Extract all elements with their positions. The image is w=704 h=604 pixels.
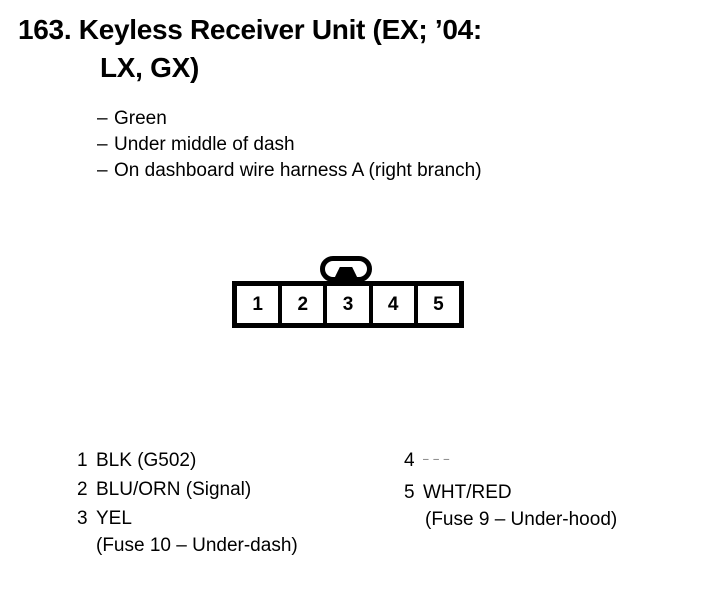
description-item-color: – Green (97, 106, 677, 132)
connector-pin-1: 1 (237, 286, 283, 323)
pin-legend-row: 3 YEL (Fuse 10 – Under-dash) (77, 505, 397, 559)
description-item-harness: – On dashboard wire harness A (right bra… (97, 158, 677, 184)
description-list: – Green – Under middle of dash – On dash… (97, 106, 677, 184)
dash-bullet-icon: – (97, 134, 108, 155)
connector-body: 1 2 3 4 5 (232, 281, 464, 328)
description-item-label: Under middle of dash (114, 134, 295, 155)
pin-legend-number: 3 (77, 508, 88, 529)
page-title: 163. Keyless Receiver Unit (EX; ’04: LX,… (18, 11, 688, 87)
dash-bullet-icon: – (97, 108, 108, 129)
pin-legend-column-left: 1 BLK (G502) 2 BLU/ORN (Signal) 3 YEL (F… (77, 447, 397, 561)
connector-diagram: 1 2 3 4 5 (232, 256, 464, 328)
pin-legend-label: – – – (423, 454, 451, 465)
pin-legend: 1 BLK (G502) 2 BLU/ORN (Signal) 3 YEL (F… (0, 447, 704, 567)
pin-legend-label: BLU/ORN (Signal) (96, 479, 252, 500)
pin-legend-row: 2 BLU/ORN (Signal) (77, 476, 397, 503)
pin-legend-label: BLK (G502) (96, 450, 197, 471)
pin-legend-row: 1 BLK (G502) (77, 447, 397, 474)
pin-legend-row: 5 WHT/RED (Fuse 9 – Under-hood) (404, 479, 694, 533)
connector-pin-3: 3 (327, 286, 373, 323)
connector-pin-4: 4 (372, 286, 418, 323)
pin-legend-sublabel: (Fuse 9 – Under-hood) (425, 509, 618, 530)
dash-bullet-icon: – (97, 160, 108, 181)
description-item-label: On dashboard wire harness A (right branc… (114, 160, 482, 181)
pin-legend-sublabel: (Fuse 10 – Under-dash) (96, 535, 298, 556)
page-title-line-2: LX, GX) (100, 52, 200, 83)
pin-legend-label: YEL (96, 508, 132, 529)
pin-legend-number: 4 (404, 450, 415, 471)
pin-legend-number: 5 (404, 482, 415, 503)
pin-legend-label: WHT/RED (423, 482, 512, 503)
page-title-line-1: 163. Keyless Receiver Unit (EX; ’04: (18, 14, 482, 45)
connector-latch-tongue-icon (332, 267, 360, 283)
connector-pin-5: 5 (417, 286, 460, 323)
connector-pin-2: 2 (282, 286, 328, 323)
description-item-label: Green (114, 108, 167, 129)
pin-legend-number: 1 (77, 450, 88, 471)
pin-legend-row: 4 – – – (404, 447, 694, 477)
pin-legend-column-right: 4 – – – 5 WHT/RED (Fuse 9 – Under-hood) (404, 447, 694, 535)
description-item-location: – Under middle of dash (97, 132, 677, 158)
pin-legend-number: 2 (77, 479, 88, 500)
